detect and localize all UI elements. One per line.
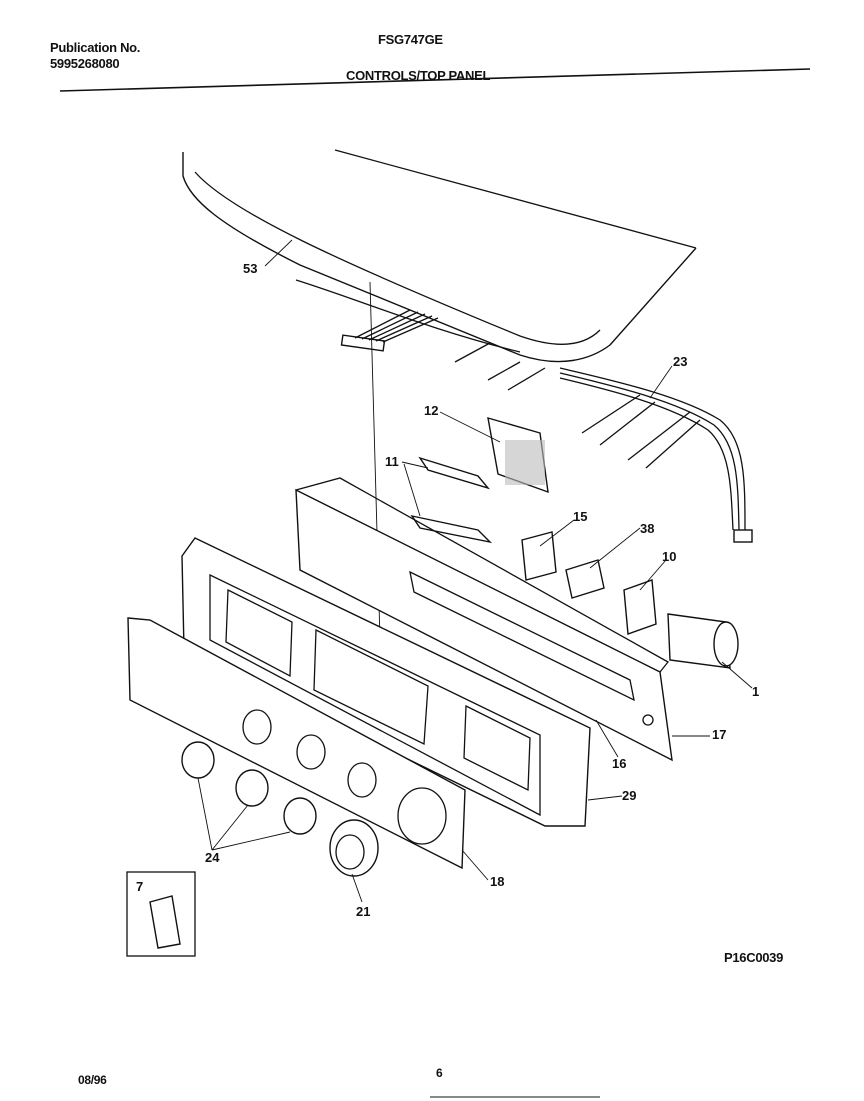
model-number: FSG747GE [378,32,443,47]
top-panel-53 [182,149,697,363]
mounting-rails-11 [410,456,493,544]
callout-10: 10 [662,549,676,564]
timer-1 [667,613,739,669]
switch-15 [521,531,557,581]
switch-10 [623,579,657,635]
footer-date: 08/96 [78,1073,107,1087]
callout-21: 21 [356,904,370,919]
callout-7: 7 [136,879,143,894]
callout-16: 16 [612,756,626,771]
switch-38 [565,559,605,599]
publication-label: Publication No. [50,40,141,55]
callout-38: 38 [640,521,654,536]
callout-12: 12 [424,403,438,418]
page-number: 6 [436,1066,443,1080]
publication-number: 5995268080 [50,56,120,71]
callout-53: 53 [243,261,257,276]
callout-1: 1 [752,684,759,699]
callout-24: 24 [205,850,220,865]
overlay-panel-18 [127,617,466,870]
inset-box-7 [126,871,196,957]
callout-11: 11 [385,454,399,469]
callout-17: 17 [712,727,726,742]
leader-lines [197,239,753,903]
bracket-12 [487,417,549,494]
knobs-24 [181,741,317,835]
callout-15: 15 [573,509,587,524]
header-rule [59,68,811,92]
rear-control-panel-17 [295,477,673,762]
callout-18: 18 [490,874,504,889]
callout-23: 23 [673,354,687,369]
wire-harness-23 [454,342,753,543]
knob-21 [329,819,379,877]
diagram-code: P16C0039 [724,950,784,965]
callout-29: 29 [622,788,636,803]
